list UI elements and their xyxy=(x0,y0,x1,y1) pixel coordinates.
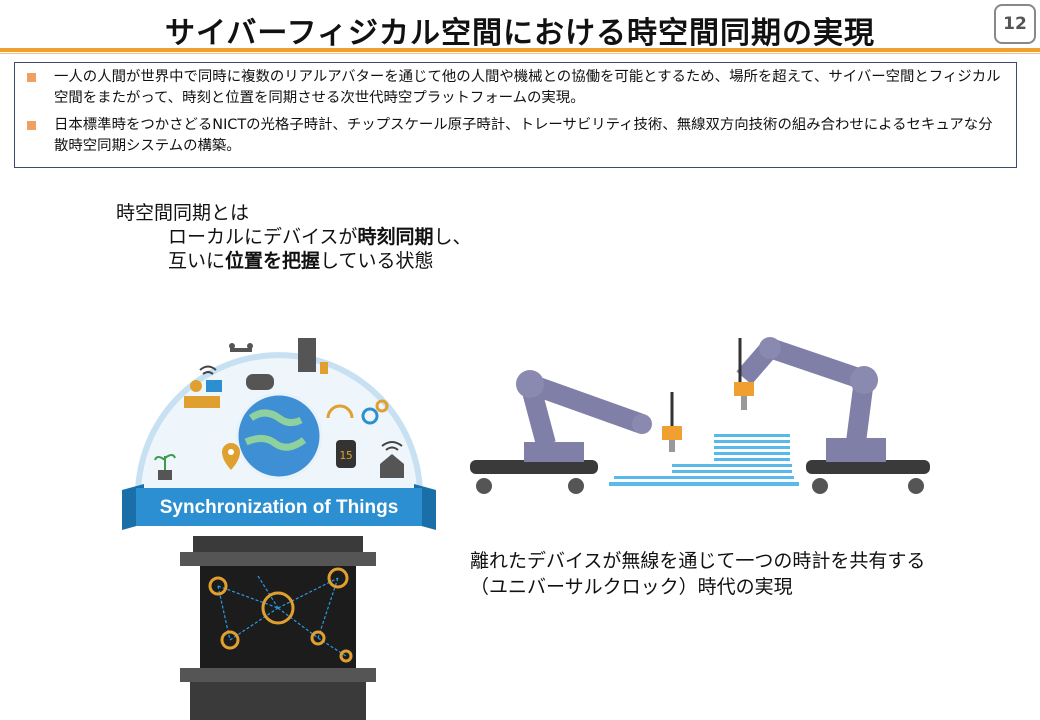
caption-line-1: 離れたデバイスが無線を通じて一つの時計を共有する xyxy=(470,550,926,572)
sync-of-things-illustration: Synchronization of Things 15 xyxy=(122,338,436,720)
summary-box: 一人の人間が世界中で同時に複数のリアルアバターを通じて他の人間や機械との協働を可… xyxy=(14,62,1017,168)
caption-line-2: （ユニバーサルクロック）時代の実現 xyxy=(470,576,793,598)
definition-emphasis: 位置を把握 xyxy=(225,250,321,272)
pedestal-rim xyxy=(180,552,376,566)
title-underline xyxy=(0,48,1040,52)
definition-text: し、 xyxy=(433,226,472,248)
plant-icon xyxy=(154,454,176,480)
globe-landmass xyxy=(244,409,307,451)
wifi-icon xyxy=(381,441,403,451)
robot-arm-icon xyxy=(470,370,682,494)
title-underline-thin xyxy=(0,53,1040,54)
summary-bullet-text: 日本標準時をつかさどるNICTの光格子時計、チップスケール原子時計、トレーサビリ… xyxy=(54,117,993,154)
globe-icon xyxy=(235,392,323,480)
person-desk-icon xyxy=(184,380,222,408)
wifi-icon xyxy=(199,365,217,375)
definition-line-1: ローカルにデバイスが時刻同期し、 xyxy=(116,225,471,249)
headphones-icon xyxy=(326,404,354,419)
smartwatch-icon: 15 xyxy=(336,440,356,468)
clock-icons xyxy=(208,567,353,663)
bullet-square-icon xyxy=(27,121,36,130)
slide-title: サイバーフィジカル空間における時空間同期の実現 xyxy=(165,16,875,51)
robot-arms-illustration xyxy=(470,337,930,494)
definition-heading: 時空間同期とは xyxy=(116,202,250,224)
definition-text: 互いに xyxy=(168,250,226,272)
pedestal-cap xyxy=(193,536,363,556)
gears-icon xyxy=(361,399,389,425)
summary-bullet: 一人の人間が世界中で同時に複数のリアルアバターを通じて他の人間や機械との協働を可… xyxy=(25,67,1006,109)
pedestal-base xyxy=(190,682,366,720)
location-pin-icon xyxy=(222,443,240,470)
robot-arm-icon xyxy=(734,337,930,494)
gamepad-icon xyxy=(246,374,274,390)
drone-icon xyxy=(229,343,253,352)
summary-bullet-text: 一人の人間が世界中で同時に複数のリアルアバターを通じて他の人間や機械との協働を可… xyxy=(54,69,1001,106)
definition-line-2: 互いに位置を把握している状態 xyxy=(116,249,471,273)
bullet-square-icon xyxy=(27,73,36,82)
definition-emphasis: 時刻同期 xyxy=(357,226,434,248)
pedestal-base-rim xyxy=(180,668,376,682)
definition-text: ローカルにデバイスが xyxy=(168,226,358,248)
caption-block: 離れたデバイスが無線を通じて一つの時計を共有する （ユニバーサルクロック）時代の… xyxy=(470,548,925,600)
page-number: 12 xyxy=(994,4,1036,44)
definition-text: している状態 xyxy=(320,250,434,272)
home-icon xyxy=(380,454,404,478)
3d-printed-layers-icon xyxy=(609,434,799,486)
definition-block: 時空間同期とは ローカルにデバイスが時刻同期し、 互いに位置を把握している状態 xyxy=(116,201,471,273)
banner-label: Synchronization of Things xyxy=(160,497,399,518)
summary-bullet: 日本標準時をつかさどるNICTの光格子時計、チップスケール原子時計、トレーサビリ… xyxy=(25,115,1006,157)
smartwatch-display: 15 xyxy=(339,449,352,462)
banner xyxy=(136,488,422,526)
door-sensor-icon xyxy=(298,338,328,374)
